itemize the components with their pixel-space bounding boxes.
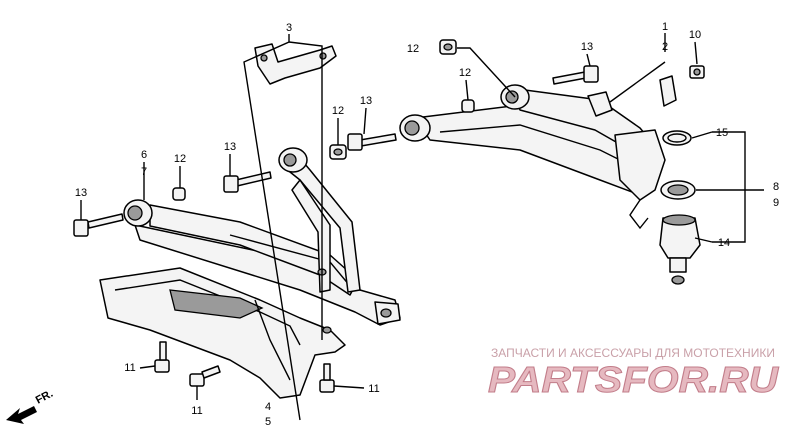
- nut-12-left: [329, 144, 347, 160]
- arrow-icon: [6, 406, 37, 424]
- label-13-b: 13: [360, 95, 372, 107]
- bracket-3: [254, 43, 337, 85]
- label-2: 2: [662, 41, 668, 53]
- label-5: 5: [265, 416, 271, 428]
- label-13-d: 13: [75, 187, 87, 199]
- right-arm: [399, 84, 696, 230]
- nut-10: [689, 65, 705, 79]
- label-15: 15: [716, 127, 728, 139]
- bolt-11-c: [319, 363, 335, 393]
- label-12-a: 12: [407, 43, 419, 55]
- label-6: 6: [141, 149, 147, 161]
- label-10: 10: [689, 29, 701, 41]
- label-14: 14: [718, 237, 730, 249]
- leader-lines: [80, 33, 764, 421]
- part-labels: 1 2 3 4 5 6 7 8 9 10 11 11 11 12 12 12 1…: [75, 21, 779, 428]
- label-11-a: 11: [124, 362, 135, 374]
- label-8: 8: [773, 181, 779, 193]
- watermark-brand: PARTSFOR.RU: [488, 359, 779, 400]
- nut-12-top: [439, 39, 457, 55]
- bracket-plate: [587, 91, 613, 117]
- snap-ring-15-inner: [667, 133, 687, 143]
- direction-label: FR.: [34, 388, 55, 407]
- label-11-c: 11: [368, 383, 379, 395]
- bolt-11-a: [154, 341, 170, 373]
- bolt-13-a: [552, 65, 599, 85]
- bolt-11-b: [189, 365, 221, 387]
- lower-arm: [123, 199, 401, 326]
- label-12-c: 12: [332, 105, 344, 117]
- collar-12-left: [172, 187, 186, 201]
- collar-12: [461, 99, 475, 113]
- label-13-a: 13: [581, 41, 593, 53]
- bolt-13-b: [347, 133, 397, 151]
- upper-arm: [278, 147, 361, 293]
- front-direction-arrow: FR.: [6, 388, 55, 424]
- label-9: 9: [773, 197, 779, 209]
- watermark-caption: ЗАПЧАСТИ И АКСЕССУАРЫ ДЛЯ МОТОТЕХНИКИ: [491, 346, 775, 360]
- label-1: 1: [662, 21, 668, 33]
- label-11-b: 11: [191, 405, 202, 417]
- label-7: 7: [141, 166, 147, 178]
- ball-joint: [659, 214, 701, 285]
- skid-plate: [99, 267, 346, 399]
- clamp-2: [659, 75, 677, 107]
- label-12-b: 12: [459, 67, 471, 79]
- label-3: 3: [286, 22, 292, 34]
- label-12-d: 12: [174, 153, 186, 165]
- snap-ring-15: [662, 130, 692, 146]
- label-4: 4: [265, 401, 271, 413]
- label-13-c: 13: [224, 141, 236, 153]
- watermark: ЗАПЧАСТИ И АКСЕССУАРЫ ДЛЯ МОТОТЕХНИКИ PA…: [488, 346, 780, 401]
